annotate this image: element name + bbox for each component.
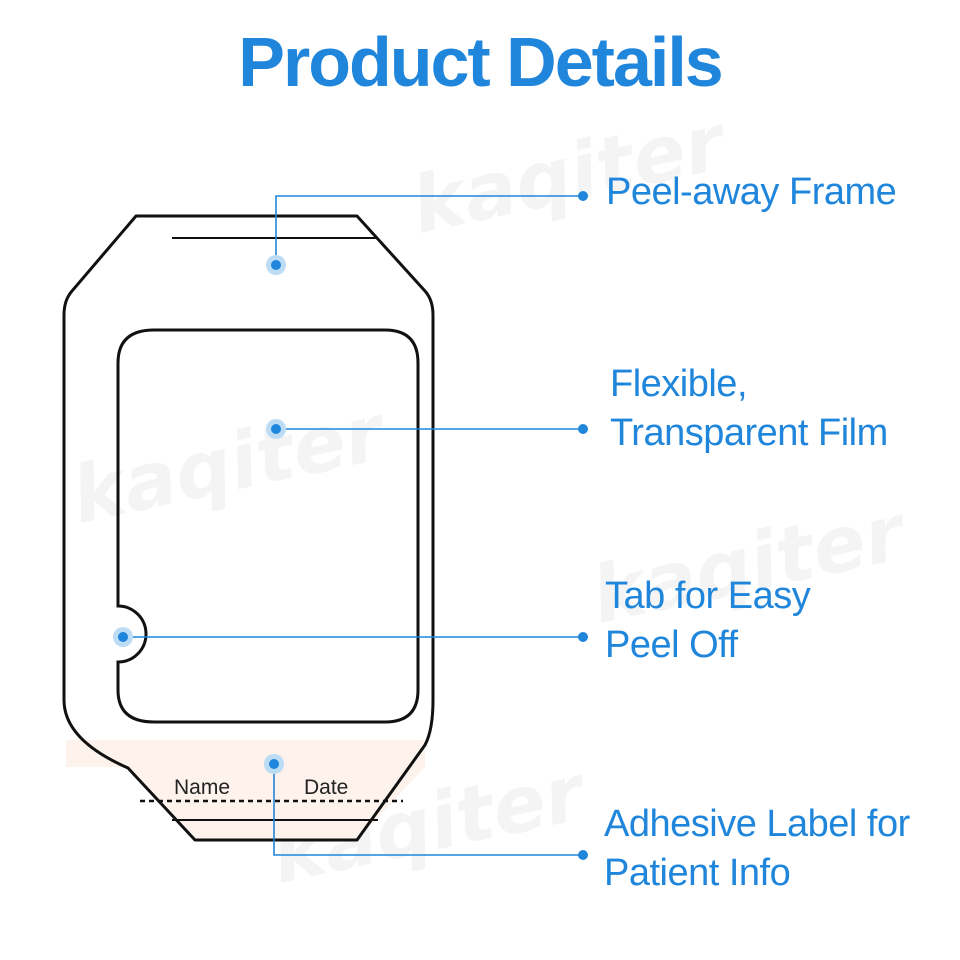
page-title: Product Details	[238, 23, 723, 101]
callout-line-text: Peel-away Frame	[606, 171, 897, 213]
callout-flexible-film: Flexible, Transparent Film	[610, 360, 888, 458]
callout-line-text: Tab for Easy	[605, 575, 811, 617]
anchor-dot-film	[266, 419, 286, 439]
callout-line-text: Transparent Film	[610, 412, 888, 454]
dressing-outline	[62, 214, 435, 842]
callout-line-frame	[275, 195, 583, 265]
end-dot-film	[578, 424, 588, 434]
callout-line-text: Flexible,	[610, 363, 747, 405]
film-window	[116, 328, 420, 724]
callout-adhesive-label: Adhesive Label for Patient Info	[604, 800, 910, 898]
anchor-dot-label	[264, 754, 284, 774]
date-field-label: Date	[304, 776, 348, 799]
end-dot-frame	[578, 191, 588, 201]
label-area-tint	[66, 740, 425, 840]
anchor-dot-frame	[266, 255, 286, 275]
anchor-dot-tab	[113, 627, 133, 647]
callout-line-label	[273, 764, 583, 856]
callout-line-text: Patient Info	[604, 852, 791, 894]
callout-peel-away-frame: Peel-away Frame	[606, 168, 897, 217]
name-field-label: Name	[174, 776, 230, 799]
callout-line-text: Peel Off	[605, 624, 738, 666]
end-dot-label	[578, 850, 588, 860]
end-dot-tab	[578, 632, 588, 642]
callout-line-text: Adhesive Label for	[604, 803, 910, 845]
callout-tab-peel-off: Tab for Easy Peel Off	[605, 572, 811, 670]
